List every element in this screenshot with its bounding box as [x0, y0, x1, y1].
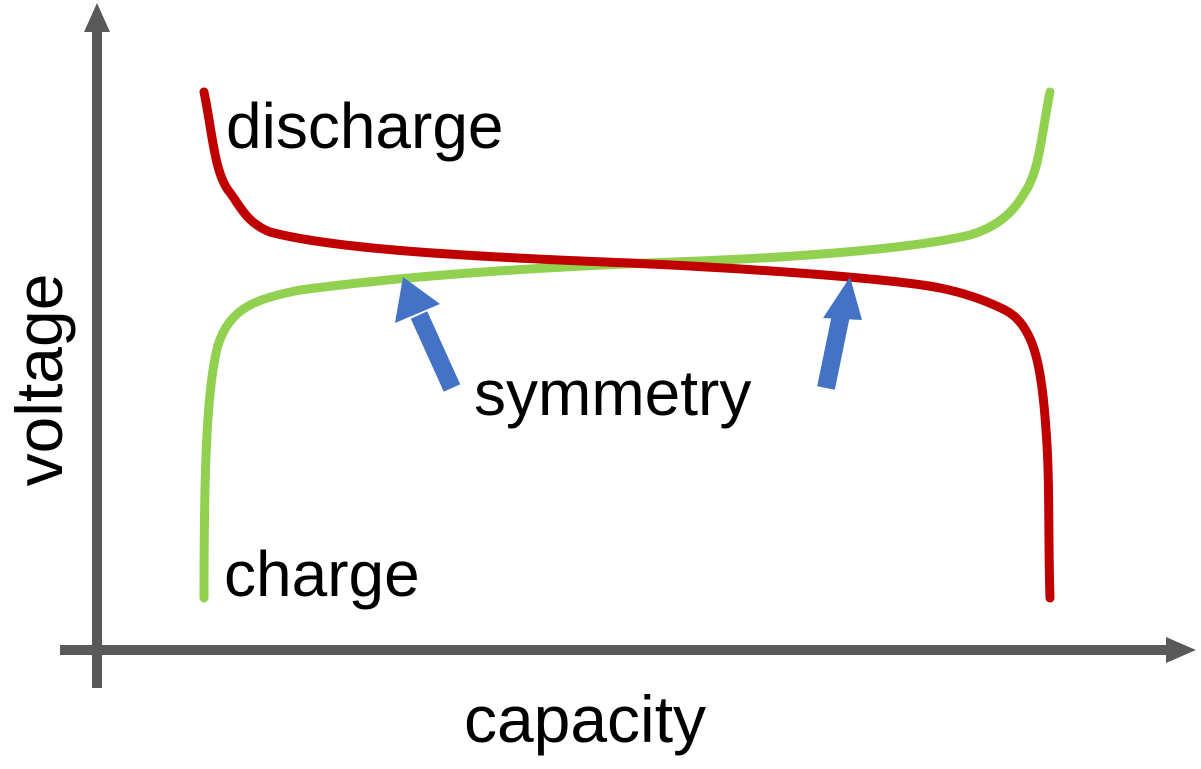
charge-label: charge [224, 538, 420, 610]
y-axis-arrowhead [84, 3, 110, 32]
x-axis-label: capacity [464, 682, 706, 756]
symmetry-arrow-right [817, 277, 862, 390]
x-axis-arrowhead [1166, 637, 1196, 663]
discharge-curve [199, 87, 1055, 603]
charge-curve [199, 87, 1055, 603]
symmetry-label: symmetry [474, 357, 751, 429]
symmetry-arrow-left [395, 277, 461, 392]
discharge-label: discharge [226, 90, 504, 162]
y-axis-label: voltage [2, 274, 76, 487]
